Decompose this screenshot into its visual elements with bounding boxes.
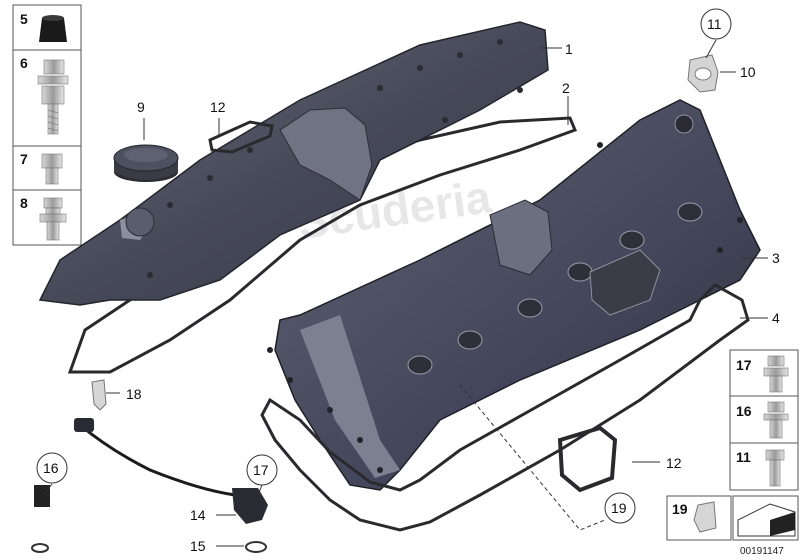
stud-bolt-part — [37, 59, 69, 135]
callout-1: 1 — [565, 41, 573, 57]
cylinder-head-cover-main — [267, 99, 761, 491]
small-gasket-lower — [557, 425, 618, 493]
diagram-number: 00191147 — [740, 546, 784, 557]
leader-lines — [45, 39, 768, 547]
callout-18: 18 — [126, 386, 142, 402]
oil-filler-cap-part — [113, 144, 179, 182]
callout-3: 3 — [772, 250, 780, 266]
callout-11-column: 11 — [736, 449, 751, 465]
callout-14: 14 — [190, 507, 206, 523]
callout-10: 10 — [740, 64, 756, 80]
hex-bolt-part — [41, 153, 63, 185]
callout-16-column: 16 — [736, 403, 752, 419]
callout-9: 9 — [137, 99, 145, 115]
callout-5: 5 — [20, 11, 28, 27]
callout-12-bottom: 12 — [666, 455, 682, 471]
o-ring-part-left — [31, 543, 49, 553]
callout-19-box: 19 — [672, 501, 688, 517]
rubber-cap-part — [39, 15, 67, 42]
collar-bolt-part — [39, 197, 67, 241]
callout-17-column: 17 — [736, 357, 752, 373]
callout-12-top: 12 — [210, 99, 226, 115]
callout-11-circle: 11 — [707, 16, 722, 32]
bolt-part-11 — [765, 449, 785, 487]
callout-15: 15 — [190, 538, 206, 554]
callout-7: 7 — [20, 151, 28, 167]
small-gasket-upper — [208, 120, 274, 154]
callout-labels: 1 2 3 4 10 9 12 12 18 14 15 11 16 17 19 — [36, 8, 780, 554]
callout-6: 6 — [20, 55, 28, 71]
callout-4: 4 — [772, 310, 780, 326]
cylinder-head-cover-upper — [38, 21, 549, 306]
right-parts-column: 17 16 11 — [729, 349, 799, 491]
bottom-right-legend: 19 00191147 — [666, 495, 799, 557]
callout-2: 2 — [562, 80, 570, 96]
bolt-part-16 — [763, 401, 789, 439]
dashed-leader-19 — [459, 384, 606, 531]
callout-17-circle: 17 — [253, 462, 269, 478]
sensor-cable-assembly — [34, 418, 268, 524]
bolt-part-17 — [763, 355, 789, 393]
cover-gasket-lower — [260, 283, 750, 532]
callout-19-circle: 19 — [611, 500, 627, 516]
seal-part-10 — [687, 54, 719, 93]
o-ring-part-15 — [245, 541, 267, 553]
callout-16-circle: 16 — [43, 460, 59, 476]
left-parts-column: 5 6 7 8 — [12, 4, 82, 246]
callout-8: 8 — [20, 195, 28, 211]
bracket-part-18 — [91, 379, 107, 411]
